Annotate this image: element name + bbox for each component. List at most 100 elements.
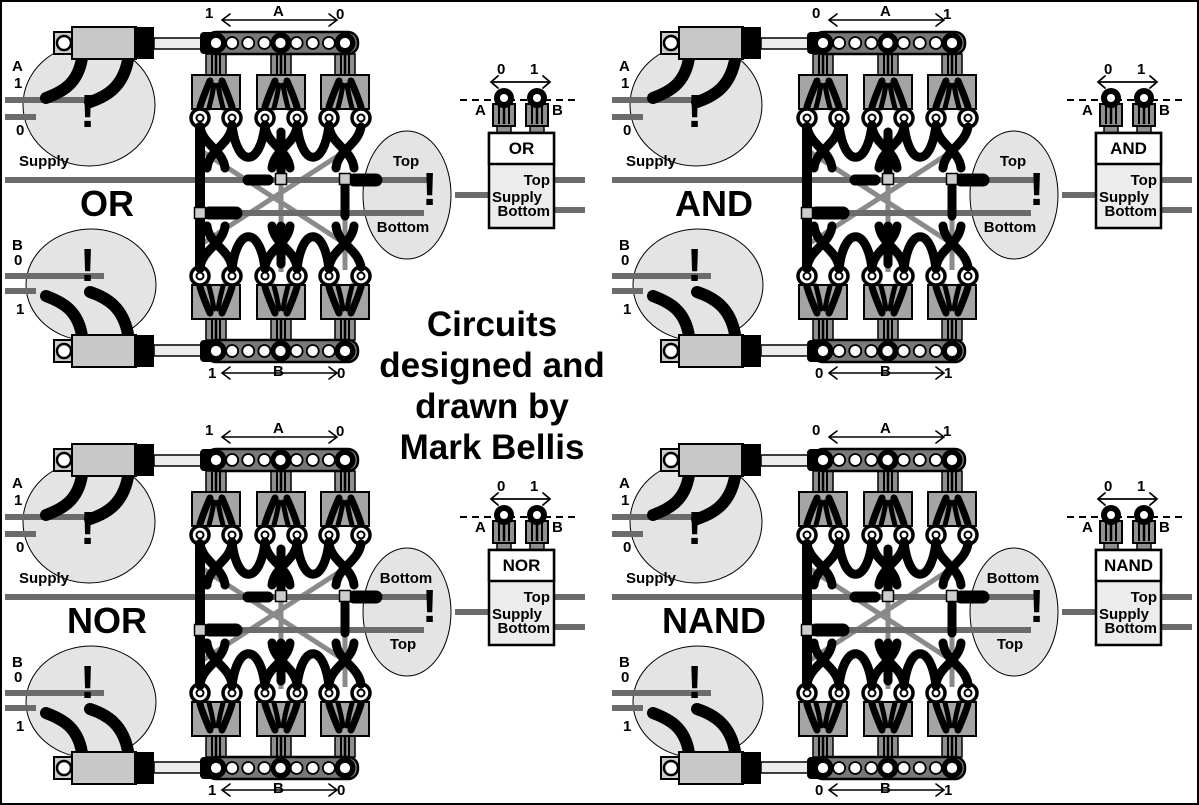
gate-name-label: NAND bbox=[662, 600, 766, 641]
callout-exclamation: ! bbox=[422, 580, 438, 632]
symbol-zero-label: 0 bbox=[1104, 61, 1113, 78]
callout-bottom-label: Top bbox=[389, 636, 417, 653]
input-b-name-label: B bbox=[12, 654, 23, 671]
input-b-exclamation: ! bbox=[687, 656, 703, 708]
beam-b-right-label: 0 bbox=[337, 782, 346, 799]
input-a-bottom-value: 0 bbox=[623, 539, 632, 556]
input-b-bottom-value: 1 bbox=[16, 718, 25, 735]
symbol-zero-label: 0 bbox=[497, 478, 506, 495]
symbol-supply-label: Supply bbox=[1099, 189, 1150, 206]
beam-a-center-label: A bbox=[880, 420, 891, 437]
input-a-exclamation: ! bbox=[80, 502, 96, 554]
input-b-bottom-value: 1 bbox=[623, 718, 632, 735]
input-b-top-value: 0 bbox=[14, 252, 23, 269]
symbol-port-a-label: A bbox=[1082, 519, 1093, 536]
symbol-one-label: 1 bbox=[1137, 478, 1146, 495]
quadrant-and: 0 A 1 A 1 0 ! Supply AND B 0 1 ! 0 B 1 T… bbox=[609, 2, 1197, 402]
input-a-bottom-value: 0 bbox=[16, 539, 25, 556]
quadrant-nor: 1 A 0 A 1 0 ! Supply NOR B 0 1 ! 1 B 0 B… bbox=[2, 419, 592, 803]
gate-name-label: AND bbox=[675, 183, 753, 224]
beam-a-center-label: A bbox=[273, 420, 284, 437]
beam-b-right-label: 1 bbox=[944, 782, 953, 799]
beam-a-center-label: A bbox=[273, 3, 284, 20]
credit-caption: Circuits designed and drawn by Mark Bell… bbox=[352, 304, 632, 468]
input-a-top-value: 1 bbox=[14, 75, 23, 92]
supply-label: Supply bbox=[626, 153, 677, 170]
beam-b-left-label: 0 bbox=[815, 365, 824, 382]
beam-b-center-label: B bbox=[273, 780, 284, 797]
symbol-port-b-label: B bbox=[1159, 102, 1170, 119]
beam-b-left-label: 1 bbox=[208, 365, 217, 382]
circuit-art bbox=[5, 13, 585, 380]
callout-top-label: Top bbox=[392, 153, 420, 170]
caption-line-1: Circuits bbox=[426, 305, 558, 344]
input-b-bottom-value: 1 bbox=[16, 301, 25, 318]
callout-top-label: Bottom bbox=[379, 570, 433, 587]
symbol-bottom-label: Bottom bbox=[1104, 203, 1158, 220]
symbol-gate-name: NOR bbox=[502, 556, 541, 575]
input-a-exclamation: ! bbox=[687, 502, 703, 554]
input-b-top-value: 0 bbox=[14, 669, 23, 686]
input-a-name-label: A bbox=[619, 475, 630, 492]
input-b-name-label: B bbox=[619, 654, 630, 671]
circuit-art bbox=[5, 430, 585, 797]
input-b-exclamation: ! bbox=[687, 239, 703, 291]
input-a-exclamation: ! bbox=[687, 85, 703, 137]
input-a-exclamation: ! bbox=[80, 85, 96, 137]
callout-exclamation: ! bbox=[422, 163, 438, 215]
callout-top-label: Top bbox=[999, 153, 1027, 170]
symbol-gate-name: AND bbox=[1110, 139, 1147, 158]
input-b-exclamation: ! bbox=[80, 656, 96, 708]
callout-top-label: Bottom bbox=[986, 570, 1040, 587]
supply-label: Supply bbox=[19, 153, 70, 170]
callout-bottom-label: Top bbox=[996, 636, 1024, 653]
quadrant-or: 1 A 0 A 1 0 ! Supply OR B 0 1 ! 1 B 0 To… bbox=[2, 2, 592, 402]
beam-a-right-label: 0 bbox=[336, 423, 345, 440]
symbol-supply-label: Supply bbox=[492, 606, 543, 623]
input-a-bottom-value: 0 bbox=[16, 122, 25, 139]
input-b-name-label: B bbox=[12, 237, 23, 254]
input-a-bottom-value: 0 bbox=[623, 122, 632, 139]
input-b-exclamation: ! bbox=[80, 239, 96, 291]
input-b-name-label: B bbox=[619, 237, 630, 254]
callout-exclamation: ! bbox=[1029, 580, 1045, 632]
beam-a-left-label: 0 bbox=[812, 5, 821, 22]
symbol-bottom-label: Bottom bbox=[497, 203, 551, 220]
callout-bottom-label: Bottom bbox=[983, 219, 1037, 236]
input-b-bottom-value: 1 bbox=[623, 301, 632, 318]
symbol-top-label: Top bbox=[523, 172, 550, 189]
symbol-bottom-label: Bottom bbox=[497, 620, 551, 637]
beam-a-right-label: 1 bbox=[943, 423, 952, 440]
symbol-top-label: Top bbox=[523, 589, 550, 606]
symbol-top-label: Top bbox=[1130, 172, 1157, 189]
callout-bottom-label: Bottom bbox=[376, 219, 430, 236]
beam-b-left-label: 0 bbox=[815, 782, 824, 799]
symbol-gate-name: OR bbox=[508, 139, 535, 158]
symbol-one-label: 1 bbox=[530, 61, 539, 78]
input-a-top-value: 1 bbox=[14, 492, 23, 509]
beam-a-left-label: 1 bbox=[205, 5, 214, 22]
input-a-top-value: 1 bbox=[621, 492, 630, 509]
beam-b-right-label: 0 bbox=[337, 365, 346, 382]
symbol-supply-label: Supply bbox=[492, 189, 543, 206]
quadrant-nand: 0 A 1 A 1 0 ! Supply NAND B 0 1 ! 0 B 1 … bbox=[609, 419, 1197, 803]
symbol-zero-label: 0 bbox=[497, 61, 506, 78]
input-a-name-label: A bbox=[619, 58, 630, 75]
symbol-top-label: Top bbox=[1130, 589, 1157, 606]
beam-a-left-label: 0 bbox=[812, 422, 821, 439]
symbol-one-label: 1 bbox=[1137, 61, 1146, 78]
caption-line-4: Mark Bellis bbox=[399, 428, 585, 467]
symbol-zero-label: 0 bbox=[1104, 478, 1113, 495]
symbol-port-a-label: A bbox=[475, 102, 486, 119]
circuit-art bbox=[612, 13, 1192, 380]
supply-label: Supply bbox=[626, 570, 677, 587]
circuit-art bbox=[612, 430, 1192, 797]
supply-label: Supply bbox=[19, 570, 70, 587]
beam-a-right-label: 1 bbox=[943, 6, 952, 23]
beam-a-right-label: 0 bbox=[336, 6, 345, 23]
caption-line-2: designed and bbox=[379, 346, 605, 385]
input-b-top-value: 0 bbox=[621, 669, 630, 686]
beam-b-left-label: 1 bbox=[208, 782, 217, 799]
symbol-port-a-label: A bbox=[475, 519, 486, 536]
